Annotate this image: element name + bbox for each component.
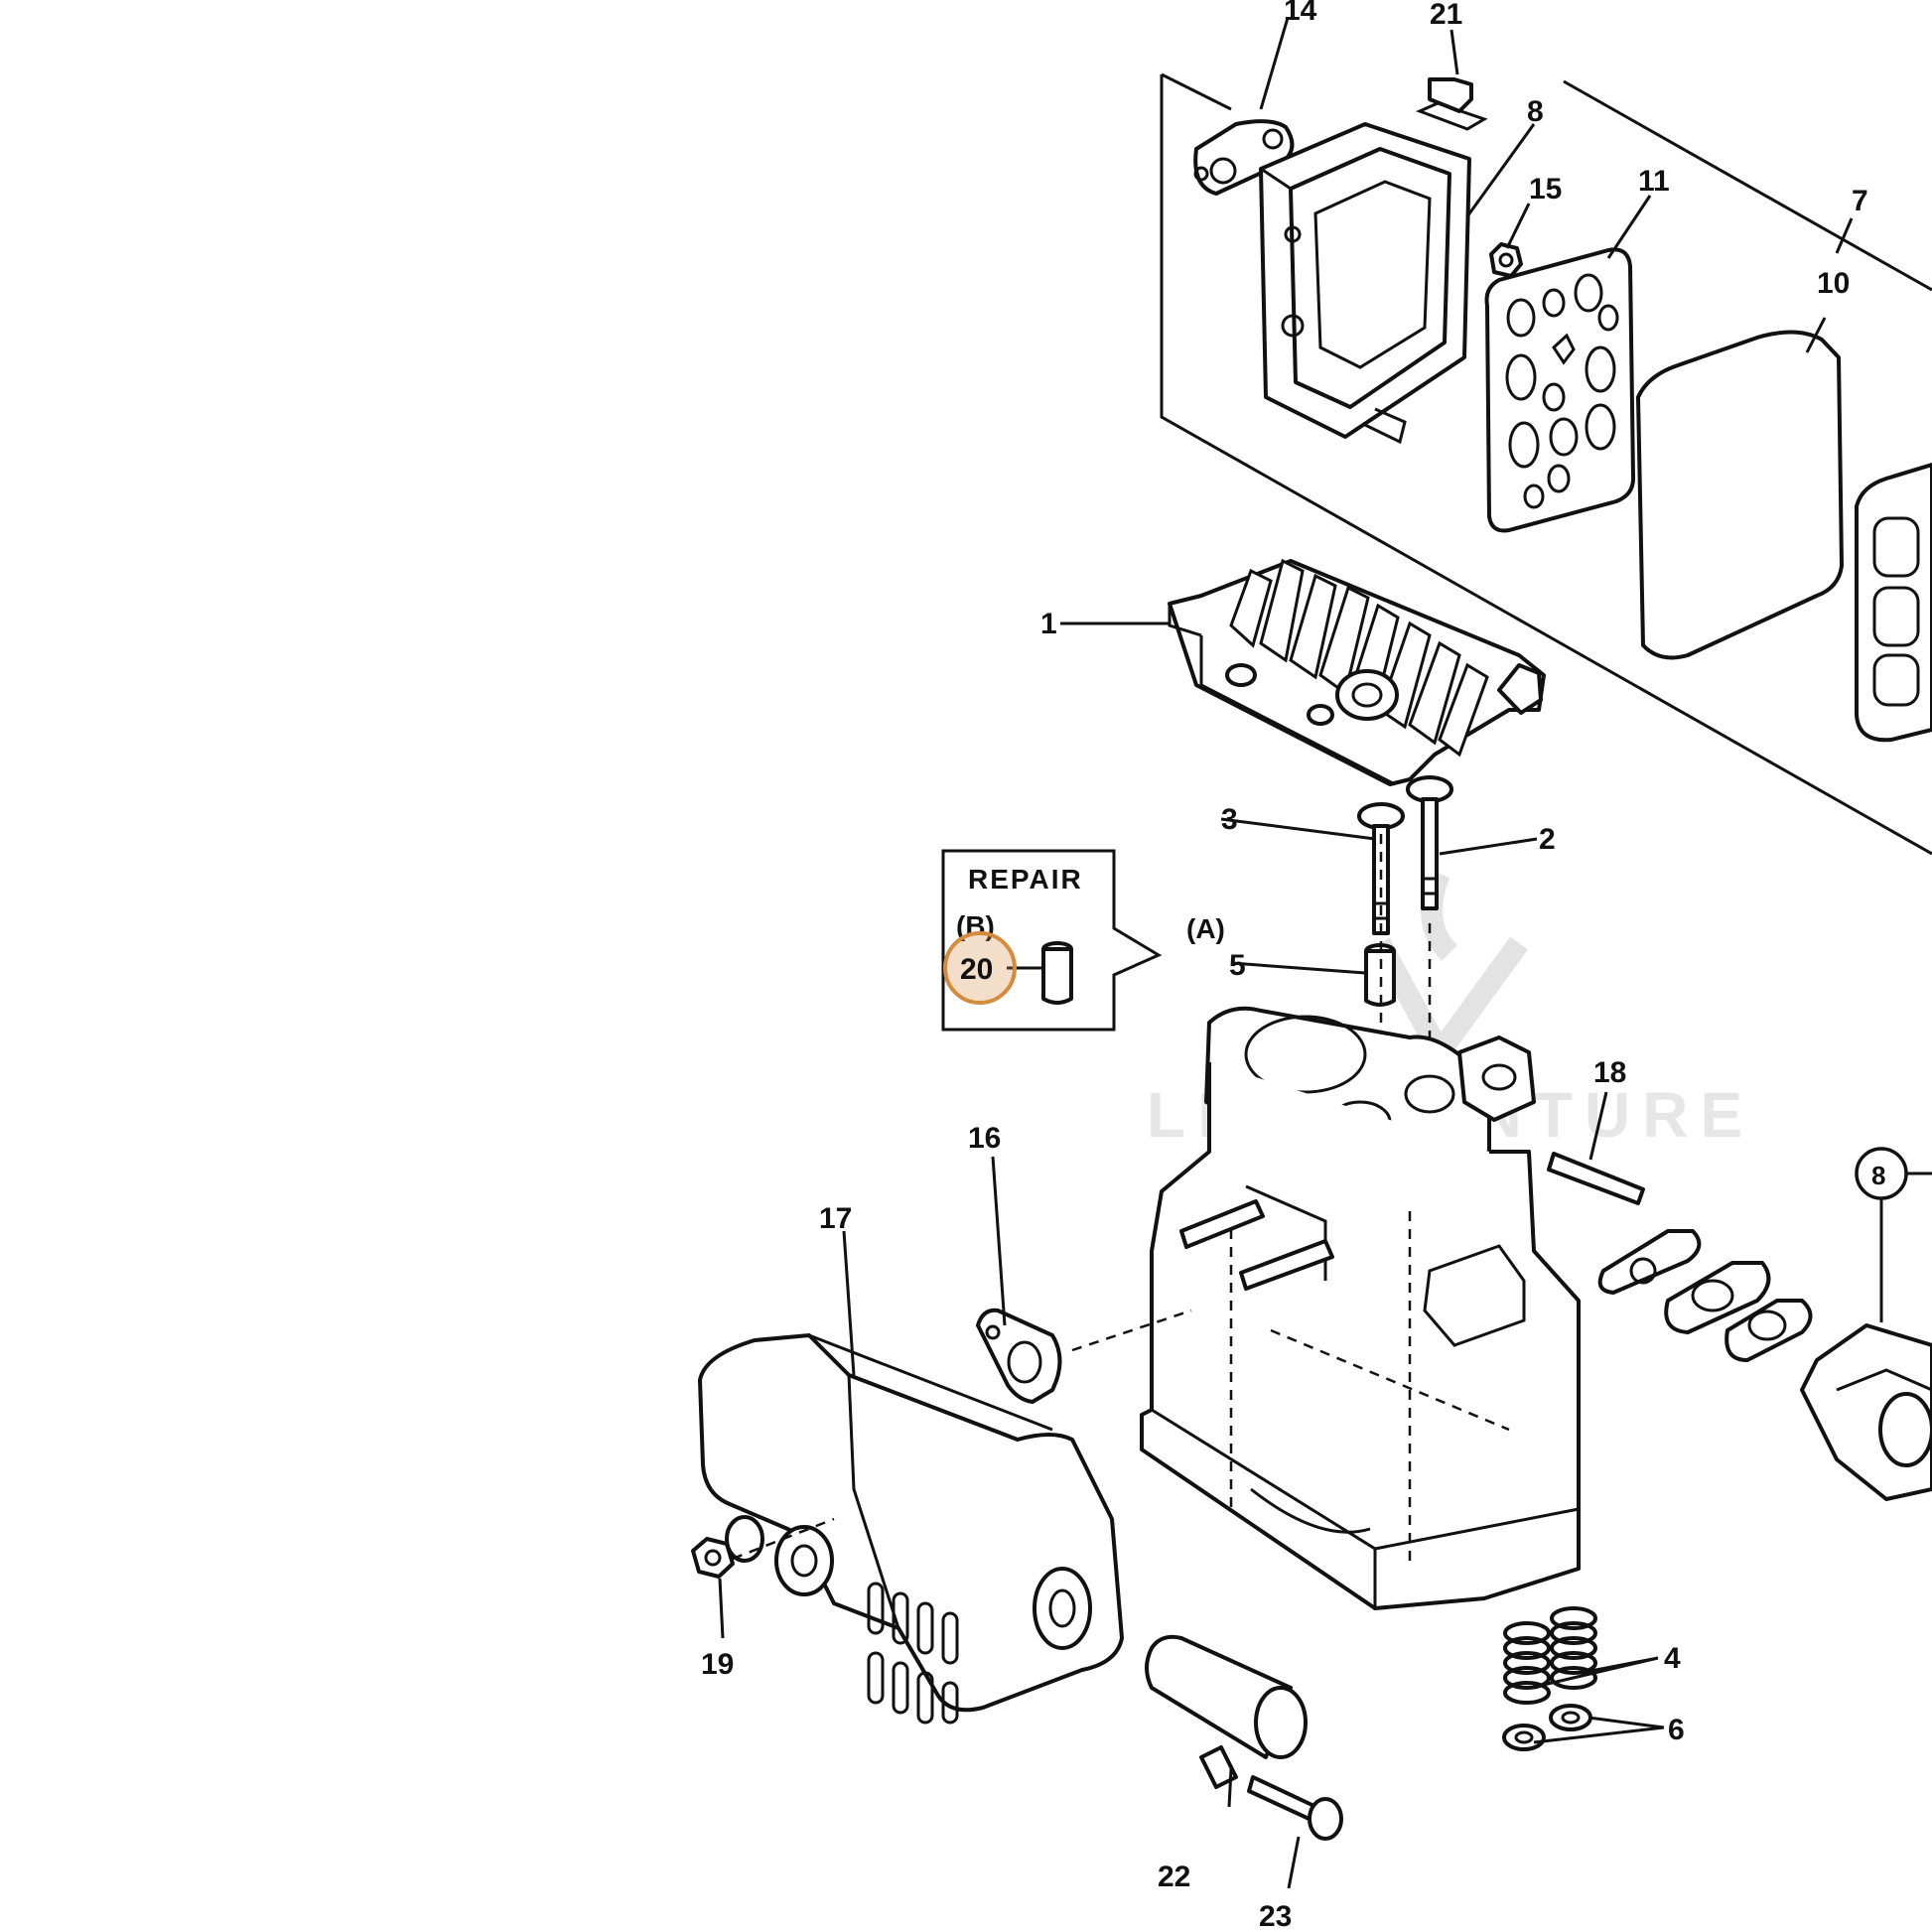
view-label-a: (A): [1186, 913, 1225, 944]
muffler-nut: [691, 1537, 735, 1579]
wing-nut: [1489, 242, 1523, 278]
nut-axis: [732, 1517, 835, 1561]
stud-bolts: [1179, 1152, 1645, 1291]
repair-box: REPAIR (B) 20: [941, 849, 1163, 1032]
callout-18: 18: [1593, 1056, 1626, 1089]
callout-21: 21: [1430, 0, 1462, 31]
callout-16: 16: [968, 1122, 1001, 1155]
exhaust-axis: [1071, 1309, 1192, 1352]
repair-guide-part: [1041, 947, 1073, 1005]
callout-2: 2: [1539, 823, 1556, 856]
callout-8: 8: [1527, 95, 1544, 128]
callout-23: 23: [1259, 1900, 1292, 1932]
leader-lines: [718, 17, 1883, 1889]
exhaust-pipe: [1145, 1634, 1308, 1789]
air-cleaner-cover-partial: [1855, 463, 1932, 743]
cylinder-head: [1168, 558, 1546, 786]
clip-part: [1416, 77, 1488, 131]
air-filter-grid: [1484, 247, 1636, 533]
valve-spring-1: [1503, 1621, 1551, 1705]
watermark-logo: [1370, 869, 1528, 1073]
callout-19: 19: [701, 1648, 734, 1681]
callout-15: 15: [1529, 173, 1562, 206]
callout-7: 7: [1852, 185, 1868, 217]
callout-1: 1: [1040, 608, 1057, 640]
callout-6: 6: [1668, 1714, 1685, 1746]
callout-14: 14: [1284, 0, 1317, 27]
air-cleaner-base: [1259, 122, 1471, 445]
callout-3: 3: [1221, 803, 1238, 836]
callout-10: 10: [1817, 267, 1850, 300]
muffler-gasket: [976, 1308, 1062, 1404]
air-filter-element: [1636, 330, 1844, 660]
crankcase-block: [1140, 1006, 1581, 1610]
highlight-circle: [943, 931, 1017, 1005]
callout-11: 11: [1638, 165, 1670, 198]
callout-4: 4: [1664, 1642, 1681, 1675]
callout-22: 22: [1158, 1861, 1190, 1893]
callout-5: 5: [1229, 949, 1246, 982]
callout-circle-8: [1855, 1147, 1932, 1200]
air-cleaner-gasket: [1193, 119, 1295, 196]
repair-title: REPAIR: [968, 864, 1083, 895]
repair-part-number: 20: [960, 953, 993, 986]
valve-exhaust: [1406, 775, 1453, 910]
callout-labels: 14 21 8 15 11 7 10 1 3 2 5 18 16 17 8 19…: [701, 0, 1885, 1932]
valve-spring-2: [1550, 1606, 1597, 1690]
bolt: [1247, 1775, 1343, 1841]
intake-gaskets: [1597, 1229, 1813, 1362]
muffler: [698, 1333, 1124, 1725]
callout-8-circle: 8: [1871, 1161, 1885, 1190]
callout-17: 17: [819, 1202, 852, 1235]
air-cleaner-frame: [1160, 72, 1932, 856]
carburetor-partial: [1800, 1323, 1932, 1501]
valve-retainers: [1502, 1704, 1592, 1751]
